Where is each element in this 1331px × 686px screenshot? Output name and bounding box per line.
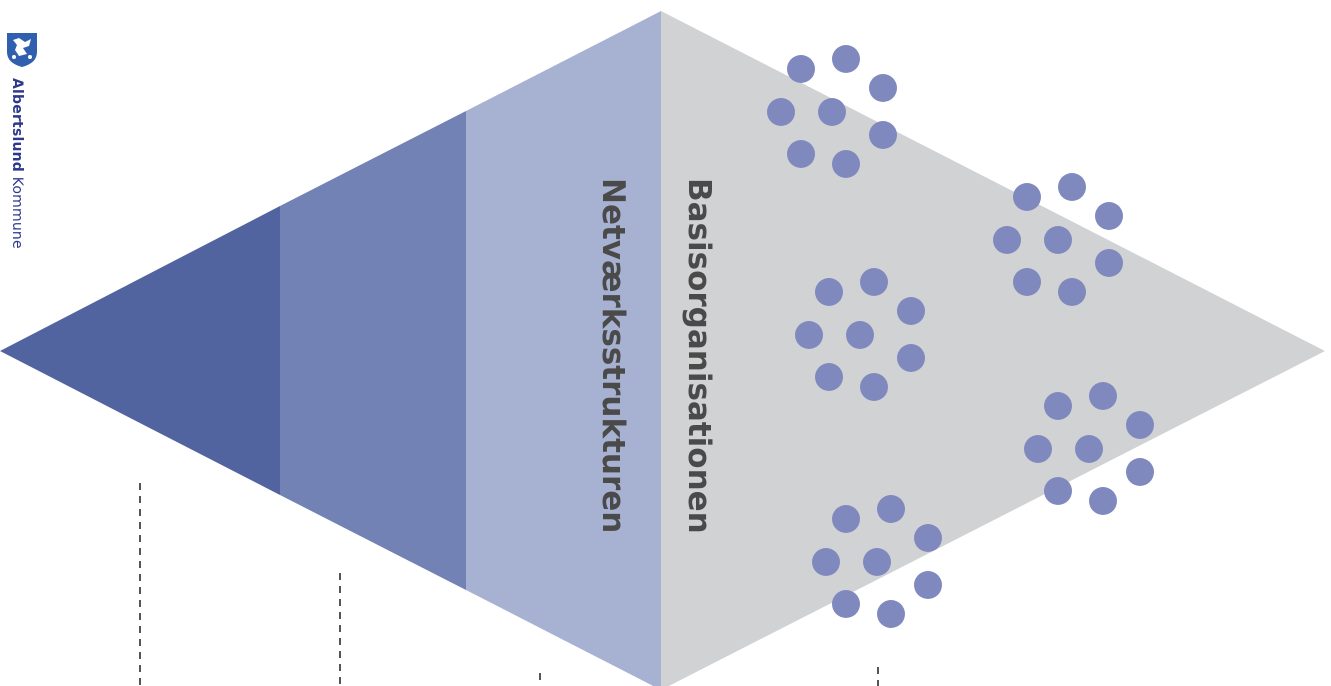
dot-clusters (767, 45, 1154, 628)
cluster-dot (1126, 458, 1154, 486)
cluster-dot (1089, 382, 1117, 410)
cluster-dot (1095, 249, 1123, 277)
cluster-dot (914, 524, 942, 552)
cluster-dot (869, 121, 897, 149)
cluster-dot (787, 140, 815, 168)
logo-wordmark: Albertslund Kommune (9, 78, 25, 249)
cluster-dot (767, 98, 795, 126)
cluster-dot (1095, 202, 1123, 230)
cluster-dot (860, 268, 888, 296)
cluster-dot (795, 321, 823, 349)
cluster-dot (897, 344, 925, 372)
cluster-dot (832, 45, 860, 73)
network-band-medium (280, 111, 466, 590)
cluster-dot (832, 150, 860, 178)
label-basisorganisationen: Basisorganisationen (681, 178, 717, 534)
cluster-dot (1044, 392, 1072, 420)
cluster-dot (1089, 487, 1117, 515)
cluster-dot (1075, 435, 1103, 463)
logo-name-bold: Albertslund (9, 78, 25, 173)
cluster-dot (1044, 477, 1072, 505)
cluster-dot (832, 590, 860, 618)
cluster-dot (815, 278, 843, 306)
network-band-light (466, 11, 661, 686)
cluster-dot (863, 548, 891, 576)
cluster-dot (869, 74, 897, 102)
cluster-dot (897, 297, 925, 325)
base-organization-area (661, 11, 1325, 686)
cluster-dot (1013, 268, 1041, 296)
cluster-dot (860, 373, 888, 401)
cluster-dot (787, 55, 815, 83)
crest-icon (7, 33, 37, 67)
cluster-dot (818, 98, 846, 126)
cluster-dot (877, 495, 905, 523)
network-band-dark (0, 206, 280, 495)
cluster-dot (832, 505, 860, 533)
logo-name-regular: Kommune (9, 176, 25, 249)
cluster-dot (993, 226, 1021, 254)
logo: Albertslund Kommune (0, 0, 45, 260)
cluster-dot (1126, 411, 1154, 439)
cluster-dot (1044, 226, 1072, 254)
cluster-dot (1058, 278, 1086, 306)
label-netvaerksstrukturen: Netværksstrukturen (595, 178, 631, 533)
cluster-dot (877, 600, 905, 628)
cluster-dot (812, 548, 840, 576)
cluster-dot (914, 571, 942, 599)
cluster-dot (1013, 183, 1041, 211)
cluster-dot (1058, 173, 1086, 201)
cluster-dot (1024, 435, 1052, 463)
cluster-dot (846, 321, 874, 349)
cluster-dot (815, 363, 843, 391)
